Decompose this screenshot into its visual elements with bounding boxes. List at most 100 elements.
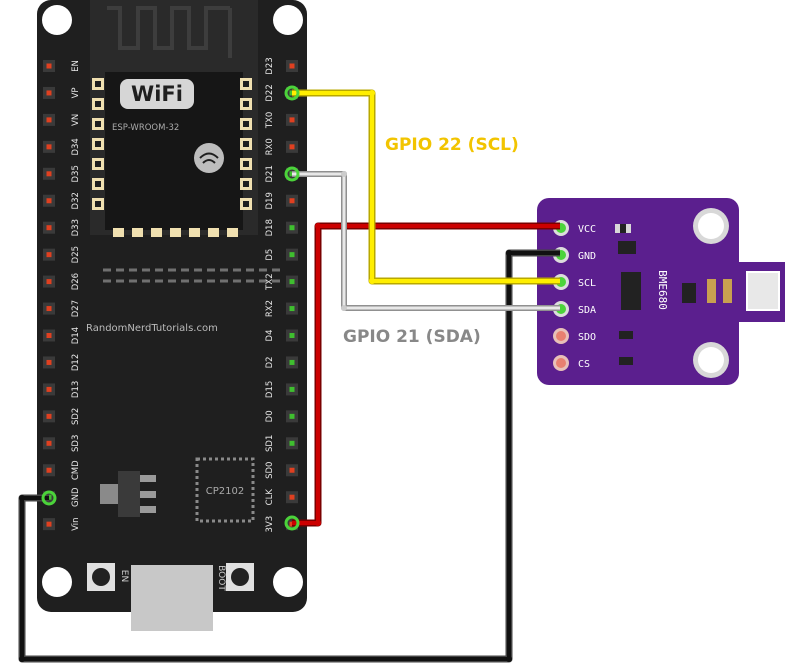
pin-d5[interactable] (289, 252, 295, 258)
pin-d32[interactable] (46, 198, 52, 204)
pin-sd1[interactable] (289, 440, 295, 446)
pin-label-vp: VP (71, 87, 81, 98)
module-pad (170, 228, 181, 237)
pin-d15[interactable] (289, 386, 295, 392)
wifi-logo (120, 79, 194, 109)
pin-d13[interactable] (46, 386, 52, 392)
pin-sd0[interactable] (289, 467, 295, 473)
pin-label-vin: Vin (71, 517, 81, 530)
pin-label-sd3: SD3 (71, 435, 81, 452)
pin-label-d12: D12 (71, 354, 81, 371)
pin-clk[interactable] (289, 494, 295, 500)
usb-chip (195, 457, 255, 523)
pin-label-sd0: SD0 (265, 462, 275, 479)
bme680-chip (746, 271, 780, 311)
module-label: ESP-WROOM-32 (112, 123, 179, 133)
sensor-regulator (621, 272, 641, 310)
sensor-pin-label-vcc: VCC (578, 224, 596, 235)
pin-label-rx0: RX0 (265, 138, 275, 155)
pin-d25[interactable] (46, 252, 52, 258)
mounting-hole (42, 567, 72, 597)
pin-label-en: EN (71, 60, 81, 72)
pin-sd2[interactable] (46, 413, 52, 419)
pin-highlight-3v3 (284, 515, 300, 531)
module-pad (227, 228, 238, 237)
pin-label-sd2: SD2 (71, 408, 81, 425)
pin-label-sd1: SD1 (265, 435, 275, 452)
board-traces (103, 268, 280, 283)
pin-rx2[interactable] (289, 306, 295, 312)
pin-label-cmd: CMD (71, 460, 81, 480)
antenna-trace (107, 6, 232, 58)
en-button-label: EN (119, 570, 129, 582)
pin-d2[interactable] (289, 359, 295, 365)
pin-label-d32: D32 (71, 192, 81, 209)
pin-d4[interactable] (289, 333, 295, 338)
pin-d34[interactable] (46, 144, 52, 150)
module-pad (132, 228, 143, 237)
pin-d26[interactable] (46, 279, 52, 285)
sensor-pin-cs[interactable] (556, 358, 566, 368)
pin-d35[interactable] (46, 171, 52, 177)
pin-label-gnd: GND (71, 487, 81, 507)
pin-label-d27: D27 (71, 300, 81, 317)
pin-label-tx2: TX2 (265, 273, 275, 290)
pin-highlight-gnd (41, 490, 57, 506)
pin-vin[interactable] (46, 521, 52, 527)
sensor-pin-label-cs: CS (578, 359, 590, 370)
pin-label-d4: D4 (265, 330, 275, 342)
pin-d19[interactable] (289, 198, 295, 204)
espressif-logo (194, 143, 224, 173)
pin-label-rx2: RX2 (265, 300, 275, 317)
sensor-pin-label-scl: SCL (578, 278, 596, 289)
pin-d14[interactable] (46, 333, 52, 338)
left-pin-header: ENVPVND34D35D32D33D25D26D27D14D12D13SD2S… (43, 60, 81, 531)
pin-cmd[interactable] (46, 467, 52, 473)
pin-d27[interactable] (46, 306, 52, 312)
boot-button-label: BOOT (216, 565, 226, 591)
mounting-hole (42, 5, 72, 35)
module-pads (92, 78, 252, 237)
pin-d12[interactable] (46, 359, 52, 365)
scl-wire (292, 91, 560, 283)
pin-tx0[interactable] (289, 117, 295, 123)
vcc-wire (292, 224, 560, 525)
pin-tx2[interactable] (289, 279, 295, 285)
pin-d0[interactable] (289, 413, 295, 419)
right-pin-header: D23D22TX0RX0D21D19D18D5TX2RX2D4D2D15D0SD… (265, 57, 298, 532)
pin-label-d0: D0 (265, 410, 275, 422)
pin-label-d14: D14 (71, 327, 81, 344)
vcc-wire-outline (292, 222, 560, 527)
pin-sd3[interactable] (46, 440, 52, 446)
pin-highlight-d22 (284, 85, 300, 101)
pin-d23[interactable] (289, 63, 295, 69)
sensor-name: BME680 (656, 270, 669, 310)
pin-label-d13: D13 (71, 381, 81, 398)
sda-wire (292, 172, 560, 310)
pin-highlight-d21 (284, 166, 300, 182)
pin-label-d19: D19 (265, 192, 275, 209)
mounting-hole (273, 5, 303, 35)
pin-d33[interactable] (46, 225, 52, 231)
pin-vn[interactable] (46, 117, 52, 123)
pin-d18[interactable] (289, 225, 295, 231)
sensor-pin-sdo[interactable] (556, 331, 566, 341)
pin-label-d21: D21 (265, 165, 275, 182)
pin-en[interactable] (46, 63, 52, 69)
pin-label-d35: D35 (71, 165, 81, 182)
pin-label-vn: VN (71, 114, 81, 126)
pin-label-d22: D22 (265, 84, 275, 101)
sensor-pin-label-sda: SDA (578, 305, 596, 316)
pin-label-d34: D34 (71, 138, 81, 155)
sda-wire-outline (292, 171, 560, 311)
watermark: RandomNerdTutorials.com (86, 323, 218, 334)
pin-rx0[interactable] (289, 144, 295, 150)
sensor-pin-label-gnd: GND (578, 251, 596, 262)
pin-vp[interactable] (46, 90, 52, 96)
wires (18, 89, 560, 663)
pin-label-d5: D5 (265, 249, 275, 261)
pin-label-clk: CLK (265, 489, 275, 506)
sensor-pin-label-sdo: SDO (578, 332, 596, 343)
usb-connector (131, 565, 213, 631)
